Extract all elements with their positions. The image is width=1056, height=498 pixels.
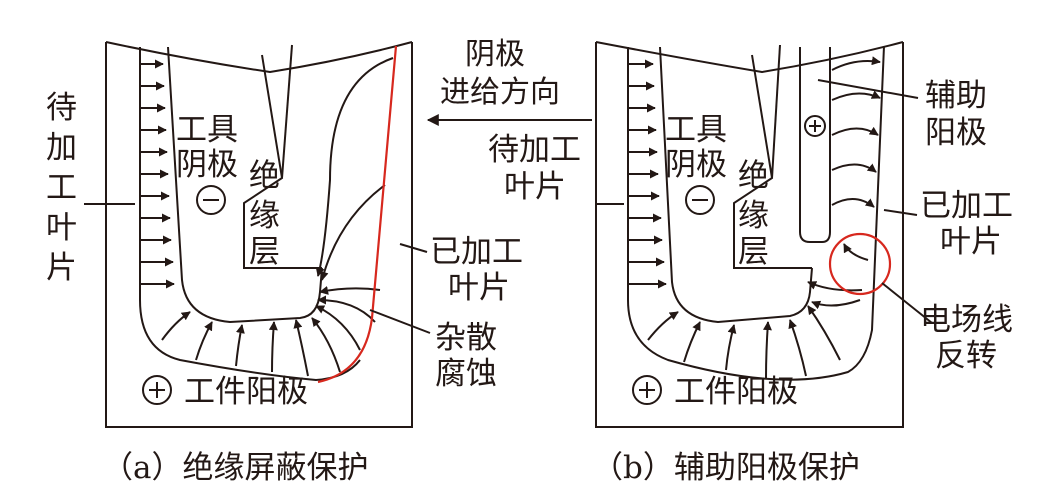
panel-a-cathode-label-2: 阴极 (176, 147, 238, 183)
panel-a-insulation (243, 54, 322, 269)
panel-a-blank-label-5: 片 (46, 250, 77, 286)
panel-a-blank-label-1: 待 (46, 90, 77, 126)
panel-a-stray-corrosion-surface (317, 45, 398, 384)
panel-b-left-arrows (629, 59, 667, 289)
panel-b-aux-label-2: 阳极 (925, 115, 987, 151)
panel-b-done-label-1: 已加工 (920, 188, 1013, 224)
panel-a-leader-stray (369, 309, 431, 334)
panel-b-top-edge (595, 41, 904, 74)
panel-a-insulation-label-1: 绝 (249, 158, 280, 194)
panel-b-done-label-2: 叶片 (940, 224, 1002, 260)
panel-b-cathode-label-2: 阴极 (665, 147, 727, 183)
panel-b-cathode-tip (771, 44, 781, 179)
panel-a-blank-label-3: 工 (46, 170, 77, 206)
panel-b-bottom-arrows (647, 305, 841, 379)
panel-a-outer-box (105, 42, 413, 428)
panel-a-cathode-label-1: 工具 (176, 112, 238, 148)
panel-a-left-arrows (141, 59, 175, 289)
panel-a-insulation-label-3: 层 (249, 234, 280, 270)
panel-b-insulation-label-3: 层 (738, 234, 769, 270)
panel-b-reverse-label-2: 反转 (935, 338, 997, 374)
panel-b-blank-label-1: 待加工 (488, 132, 581, 168)
panel-a-cathode (167, 46, 323, 324)
panel-a-stray-label-2: 腐蚀 (435, 356, 497, 392)
panel-b-aux-anode (799, 47, 831, 243)
panel-a-top-edge (105, 41, 413, 74)
panel-a-cathode-tip (281, 44, 293, 179)
panel-b-leader-aux (817, 79, 919, 99)
panel-b-insulation-label-1: 绝 (738, 158, 769, 194)
panel-a-caption: （a）绝缘屏蔽保护 (102, 450, 368, 486)
panel-b-cathode-label-1: 工具 (665, 112, 727, 148)
panel-a-stray-label-1: 杂散 (435, 320, 497, 356)
panel-a-minus-circle (196, 185, 226, 215)
panel-b-leader-done (883, 209, 918, 216)
panel-b-insulation-label-2: 缘 (738, 198, 769, 234)
panel-b-insulation (733, 54, 812, 269)
panel-b-aux-plus-circle (804, 115, 826, 137)
panel-a-blank-label-2: 加 (46, 130, 77, 166)
panel-b-reversal-ring (828, 232, 892, 296)
panel-b-plus-circle (632, 375, 662, 405)
panel-a-done-label-1: 已加工 (430, 234, 523, 270)
panel-b-outer-box (595, 42, 904, 428)
panel-a (84, 41, 431, 428)
panel-b-blank-label-2: 叶片 (504, 169, 566, 205)
panel-b-minus-circle (685, 185, 715, 215)
panel-a-plus-circle (142, 375, 172, 405)
panel-a-leader-done (399, 243, 428, 253)
feed-label-line2: 进给方向 (440, 75, 560, 110)
panel-a-insulation-label-2: 缘 (249, 198, 280, 234)
panel-a-blank-label-4: 叶 (46, 210, 77, 246)
panel-b-reverse-label-1: 电场线 (920, 302, 1013, 338)
panel-a-stray-lines (315, 57, 394, 281)
panel-b-caption: （b）辅助阳极保护 (592, 450, 860, 486)
panel-b-workpiece-label: 工件阳极 (674, 374, 798, 410)
panel-b-leader-reverse (881, 282, 933, 324)
panel-b-blade-surface (627, 45, 885, 381)
panel-b-reverse-arrows (807, 243, 869, 310)
panel-b-aux-label-1: 辅助 (925, 78, 987, 114)
feed-label-line1: 阴极 (465, 37, 525, 72)
panel-b-aux-arrows (831, 56, 881, 208)
panel-a-done-label-2: 叶片 (448, 270, 510, 306)
panel-b (595, 41, 933, 428)
panel-a-workpiece-label: 工件阳极 (184, 374, 308, 410)
panel-b-cathode (659, 46, 813, 324)
panel-a-bottom-arrows (161, 285, 381, 377)
